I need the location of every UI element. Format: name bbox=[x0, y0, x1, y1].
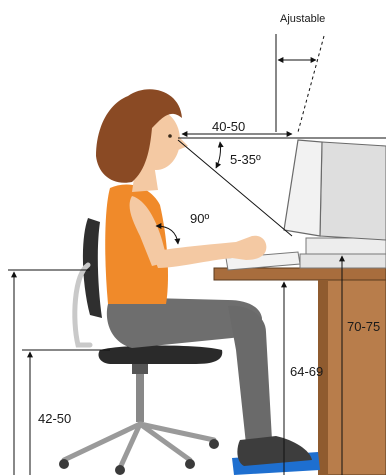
adjustable-label: Ajustable bbox=[280, 14, 325, 25]
desk-height-label: 70-75 bbox=[347, 320, 380, 333]
gaze-angle-arc bbox=[216, 142, 221, 168]
desk-top bbox=[214, 268, 386, 280]
eye bbox=[168, 134, 172, 138]
monitor bbox=[284, 140, 386, 268]
monitor-screen bbox=[284, 140, 322, 236]
seat-height-label: 42-50 bbox=[38, 412, 71, 425]
adjustable-tilt bbox=[298, 36, 324, 132]
monitor-body bbox=[320, 142, 386, 240]
elbow-angle-label: 90º bbox=[190, 212, 209, 225]
eye-distance-label: 40-50 bbox=[212, 120, 245, 133]
chair-seat bbox=[99, 346, 223, 365]
chair-stem-cap bbox=[132, 364, 148, 374]
trousers-shin bbox=[228, 306, 272, 444]
chair-wheels bbox=[59, 439, 219, 475]
monitor-foot bbox=[300, 254, 386, 268]
desk-panel bbox=[326, 280, 386, 475]
keyboard-height-label: 64-69 bbox=[290, 365, 323, 378]
monitor-base bbox=[306, 238, 386, 254]
gaze-angle-label: 5-35º bbox=[230, 153, 261, 166]
